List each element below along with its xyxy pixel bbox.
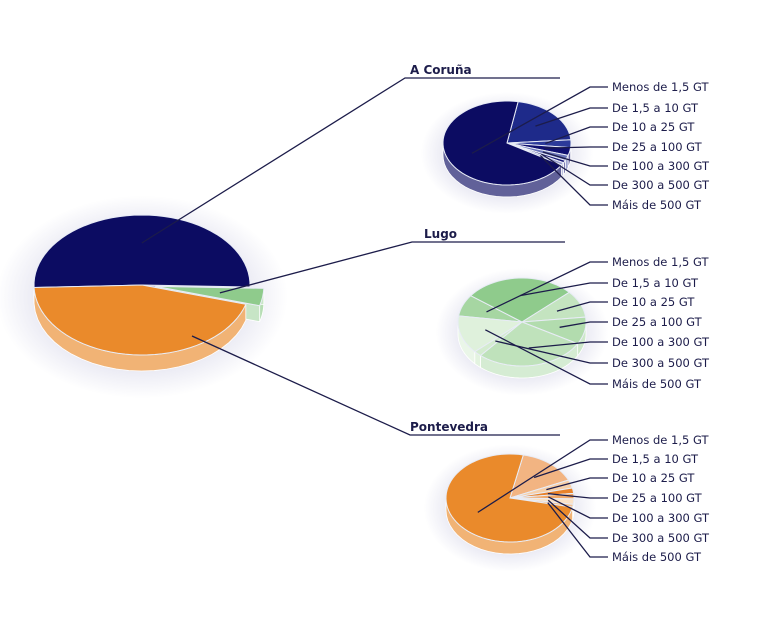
legend-label-lugo-de-10-a-25-gt: De 10 a 25 GT	[612, 295, 695, 309]
legend-label-lugo-de-1-5-a-10-gt: De 1,5 a 10 GT	[612, 276, 699, 290]
leader-line	[520, 282, 608, 297]
legend-label-a-coruna-de-100-a-300-gt: De 100 a 300 GT	[612, 159, 710, 173]
leader-line	[542, 151, 608, 167]
pie-title-a-coruna: A Coruña	[410, 63, 472, 77]
pie-title-lugo: Lugo	[424, 227, 457, 241]
legend-label-a-coruna-de-25-a-100-gt: De 25 a 100 GT	[612, 140, 703, 154]
legend-label-pontevedra-menos-de-1-5-gt: Menos de 1,5 GT	[612, 433, 709, 447]
legend-label-lugo-menos-de-1-5-gt: Menos de 1,5 GT	[612, 255, 709, 269]
leader-line	[556, 301, 608, 312]
legend-label-pontevedra-de-300-a-500-gt: De 300 a 500 GT	[612, 531, 710, 545]
legend-label-pontevedra-mais-de-500-gt: Máis de 500 GT	[612, 550, 702, 564]
pie-slice-menos-de-1-5-gt	[457, 295, 523, 323]
pie-slice-menos-de-1-5-gt	[445, 453, 574, 543]
pie-a-coruna	[420, 92, 594, 214]
leader-line	[495, 340, 608, 364]
connector-lugo	[219, 241, 565, 294]
pie-lugo	[435, 268, 609, 396]
legend-label-pontevedra-de-100-a-300-gt: De 100 a 300 GT	[612, 511, 710, 525]
legend-label-a-coruna-de-10-a-25-gt: De 10 a 25 GT	[612, 120, 695, 134]
leader-line	[544, 146, 608, 149]
leader-line	[528, 341, 608, 349]
leader-line	[539, 155, 608, 206]
legend-label-pontevedra-de-1-5-a-10-gt: De 1,5 a 10 GT	[612, 452, 699, 466]
pie-slice-de-1-5-a-10-gt	[506, 101, 572, 144]
pie-title-pontevedra: Pontevedra	[410, 420, 488, 434]
legend-label-a-coruna-de-1-5-a-10-gt: De 1,5 a 10 GT	[612, 101, 699, 115]
leader-line	[535, 107, 608, 127]
legend-label-a-coruna-mais-de-500-gt: Máis de 500 GT	[612, 198, 702, 212]
pie-slice-pontevedra	[33, 284, 247, 356]
leader-line	[485, 329, 608, 385]
legend-label-lugo-de-300-a-500-gt: De 300 a 500 GT	[612, 356, 710, 370]
connector-pontevedra	[191, 335, 560, 436]
pie-slice-menos-de-1-5-gt	[442, 100, 563, 186]
legend-label-lugo-de-100-a-300-gt: De 100 a 300 GT	[612, 335, 710, 349]
leader-line	[477, 439, 608, 513]
legend-label-pontevedra-de-25-a-100-gt: De 25 a 100 GT	[612, 491, 703, 505]
leader-line	[471, 86, 608, 154]
pie-slice-mais-de-500-gt	[457, 315, 524, 353]
connector-a-coruna	[141, 77, 560, 244]
leader-line	[545, 126, 608, 145]
leader-line	[541, 153, 608, 186]
pie-pontevedra	[423, 444, 597, 572]
leader-line	[547, 502, 608, 558]
leader-line	[547, 499, 608, 539]
pie-slice-de-1-5-a-10-gt	[469, 277, 571, 323]
leader-line	[533, 458, 608, 479]
leader-line	[548, 496, 608, 519]
main-pie	[0, 195, 288, 399]
legend-label-lugo-mais-de-500-gt: Máis de 500 GT	[612, 377, 702, 391]
leader-line	[546, 477, 608, 491]
legend-label-a-coruna-de-300-a-500-gt: De 300 a 500 GT	[612, 178, 710, 192]
legend-label-a-coruna-menos-de-1-5-gt: Menos de 1,5 GT	[612, 80, 709, 94]
legend-label-pontevedra-de-10-a-25-gt: De 10 a 25 GT	[612, 471, 695, 485]
pie-slice-de-25-a-100-gt	[521, 316, 587, 345]
pie-slice-a-coruna	[33, 214, 251, 288]
pie-slice-lugo	[155, 285, 265, 307]
legend-label-lugo-de-25-a-100-gt: De 25 a 100 GT	[612, 315, 703, 329]
leader-line	[547, 492, 608, 499]
pie-slice-de-10-a-25-gt	[521, 291, 587, 323]
leader-line	[559, 321, 608, 328]
